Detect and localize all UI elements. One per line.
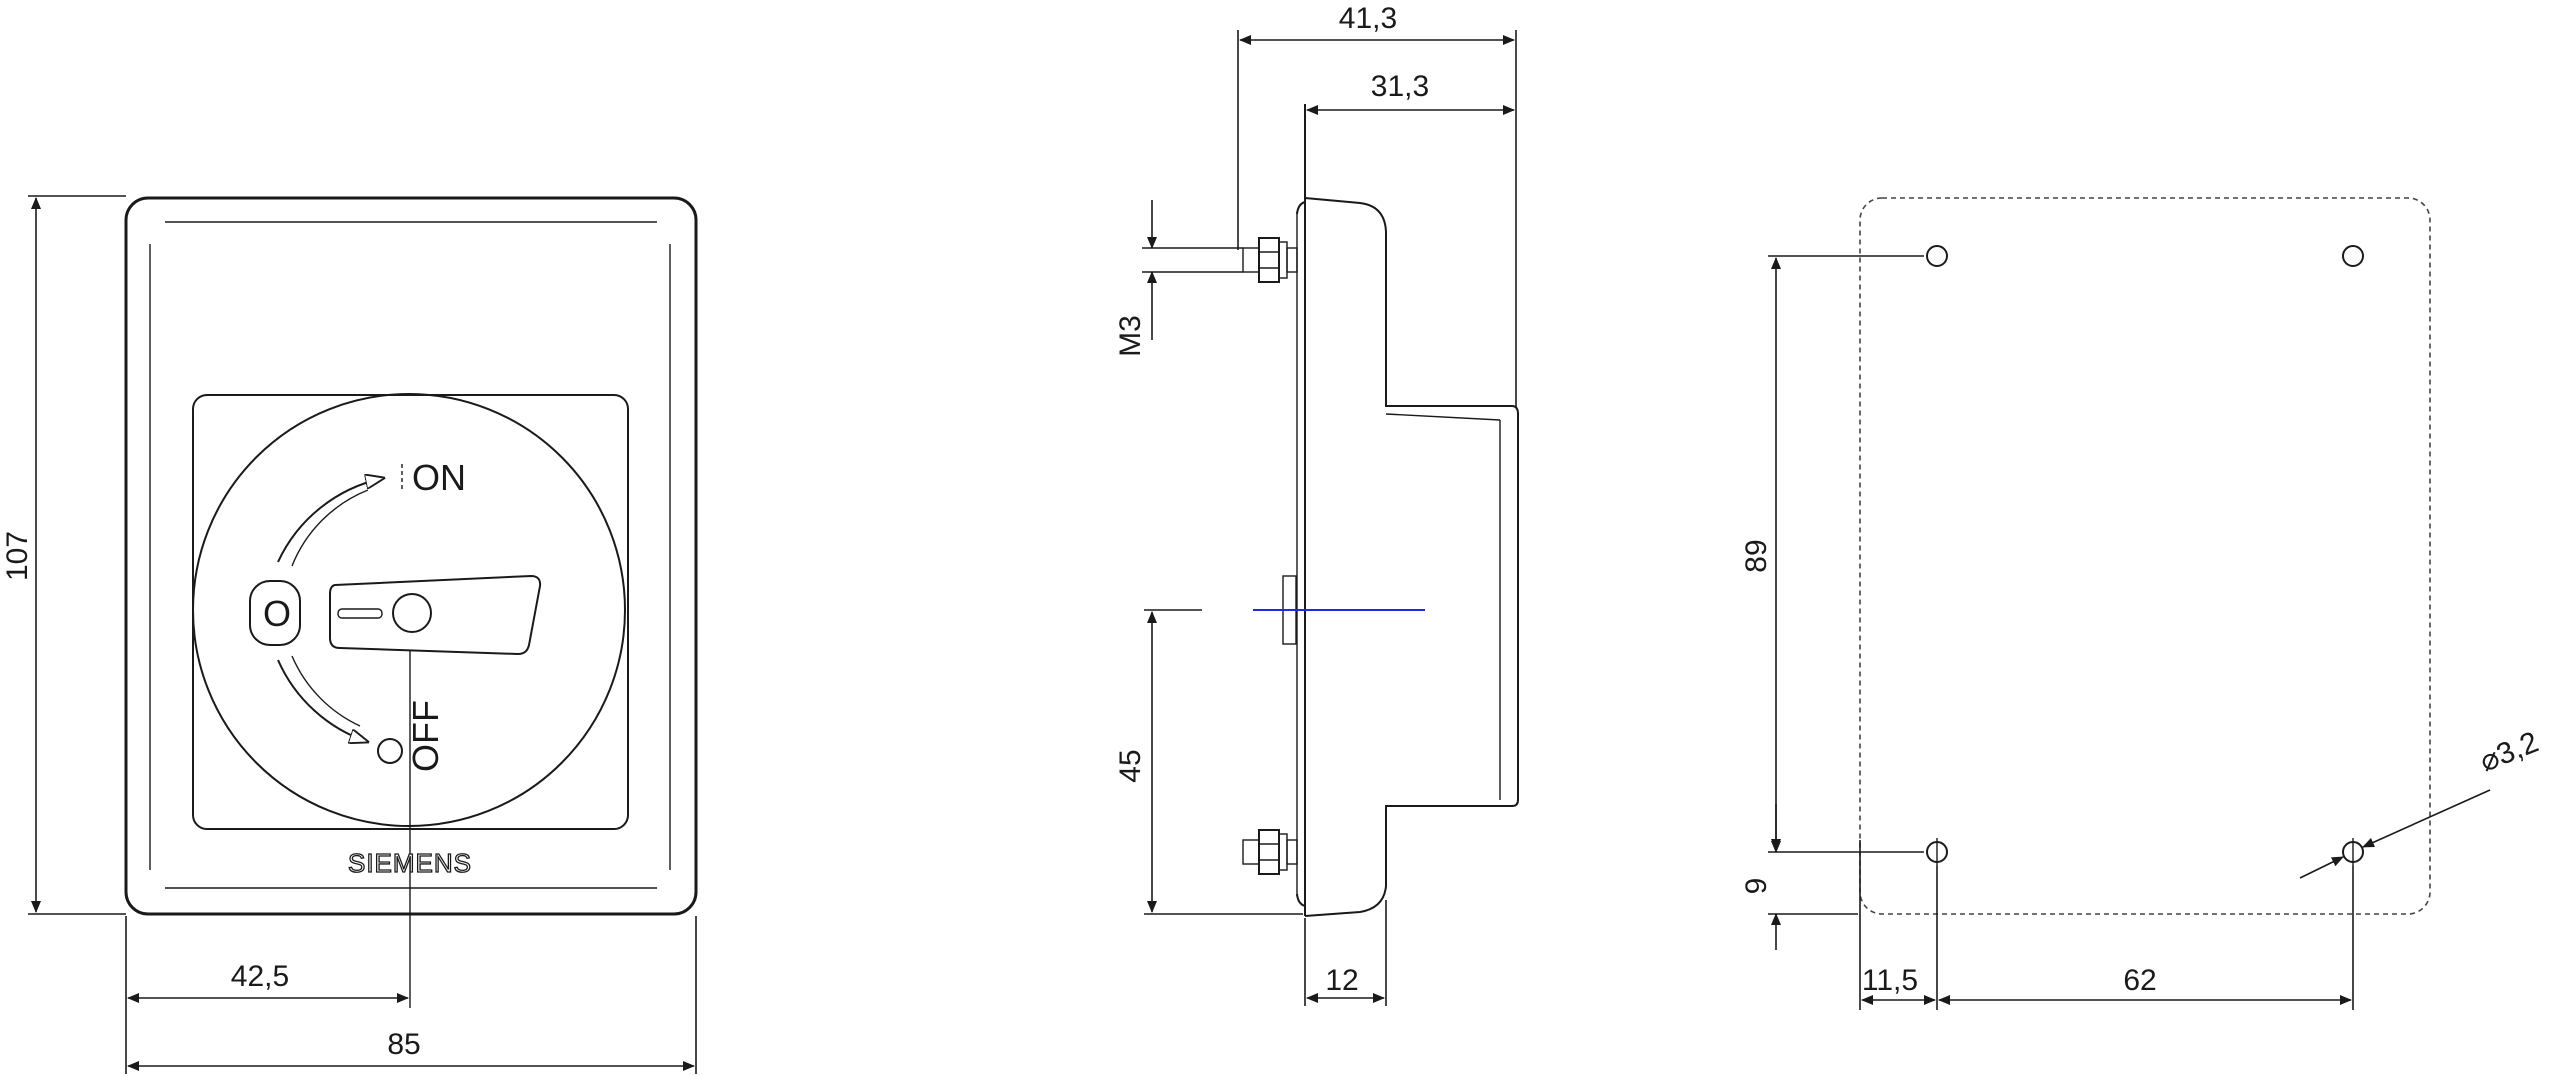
dim-front-axis: 42,5 (231, 960, 289, 993)
label-off: OFF (405, 700, 446, 772)
dim-drill-spacing-h: 62 (2123, 964, 2156, 997)
dim-front-width: 85 (387, 1028, 420, 1061)
label-zero: O (263, 593, 291, 634)
dim-drill-offset-v: 9 (1740, 878, 1773, 895)
lower-screw (1242, 829, 1298, 875)
dim-side-total-depth: 41,3 (1339, 2, 1397, 35)
dim-drill-spacing-v: 89 (1740, 539, 1773, 572)
side-view: 41,3 31,3 M3 45 12 (1114, 2, 1519, 1006)
off-arrow (277, 659, 368, 742)
zero-marker (249, 580, 301, 646)
rotary-handle (329, 574, 542, 656)
upper-screw (1242, 237, 1298, 283)
label-on: ON (412, 457, 466, 498)
dim-side-base: 12 (1325, 964, 1358, 997)
front-view: ON O OFF SIEMENS 107 42,5 85 (1, 195, 698, 1074)
brand-logo: SIEMENS (348, 848, 472, 878)
dim-side-depth: 31,3 (1371, 70, 1429, 103)
front-outer-frame (124, 196, 698, 916)
hole-top-right (2342, 245, 2364, 267)
drill-outline (1859, 197, 2431, 915)
hole-top-left (1926, 245, 1948, 267)
drill-pattern-view: 89 9 11,5 62 ⌀3,2 (1740, 197, 2543, 1010)
dim-drill-offset-h: 11,5 (1862, 964, 1918, 997)
dim-drill-diameter: ⌀3,2 (2475, 726, 2543, 779)
off-indicator (377, 738, 403, 764)
on-arrow (277, 478, 384, 563)
side-cover-profile (1304, 197, 1519, 917)
dim-side-thread: M3 (1114, 315, 1147, 357)
dim-side-axis-height: 45 (1114, 749, 1147, 782)
dim-front-height: 107 (1, 531, 34, 581)
rotary-ring (192, 393, 626, 827)
